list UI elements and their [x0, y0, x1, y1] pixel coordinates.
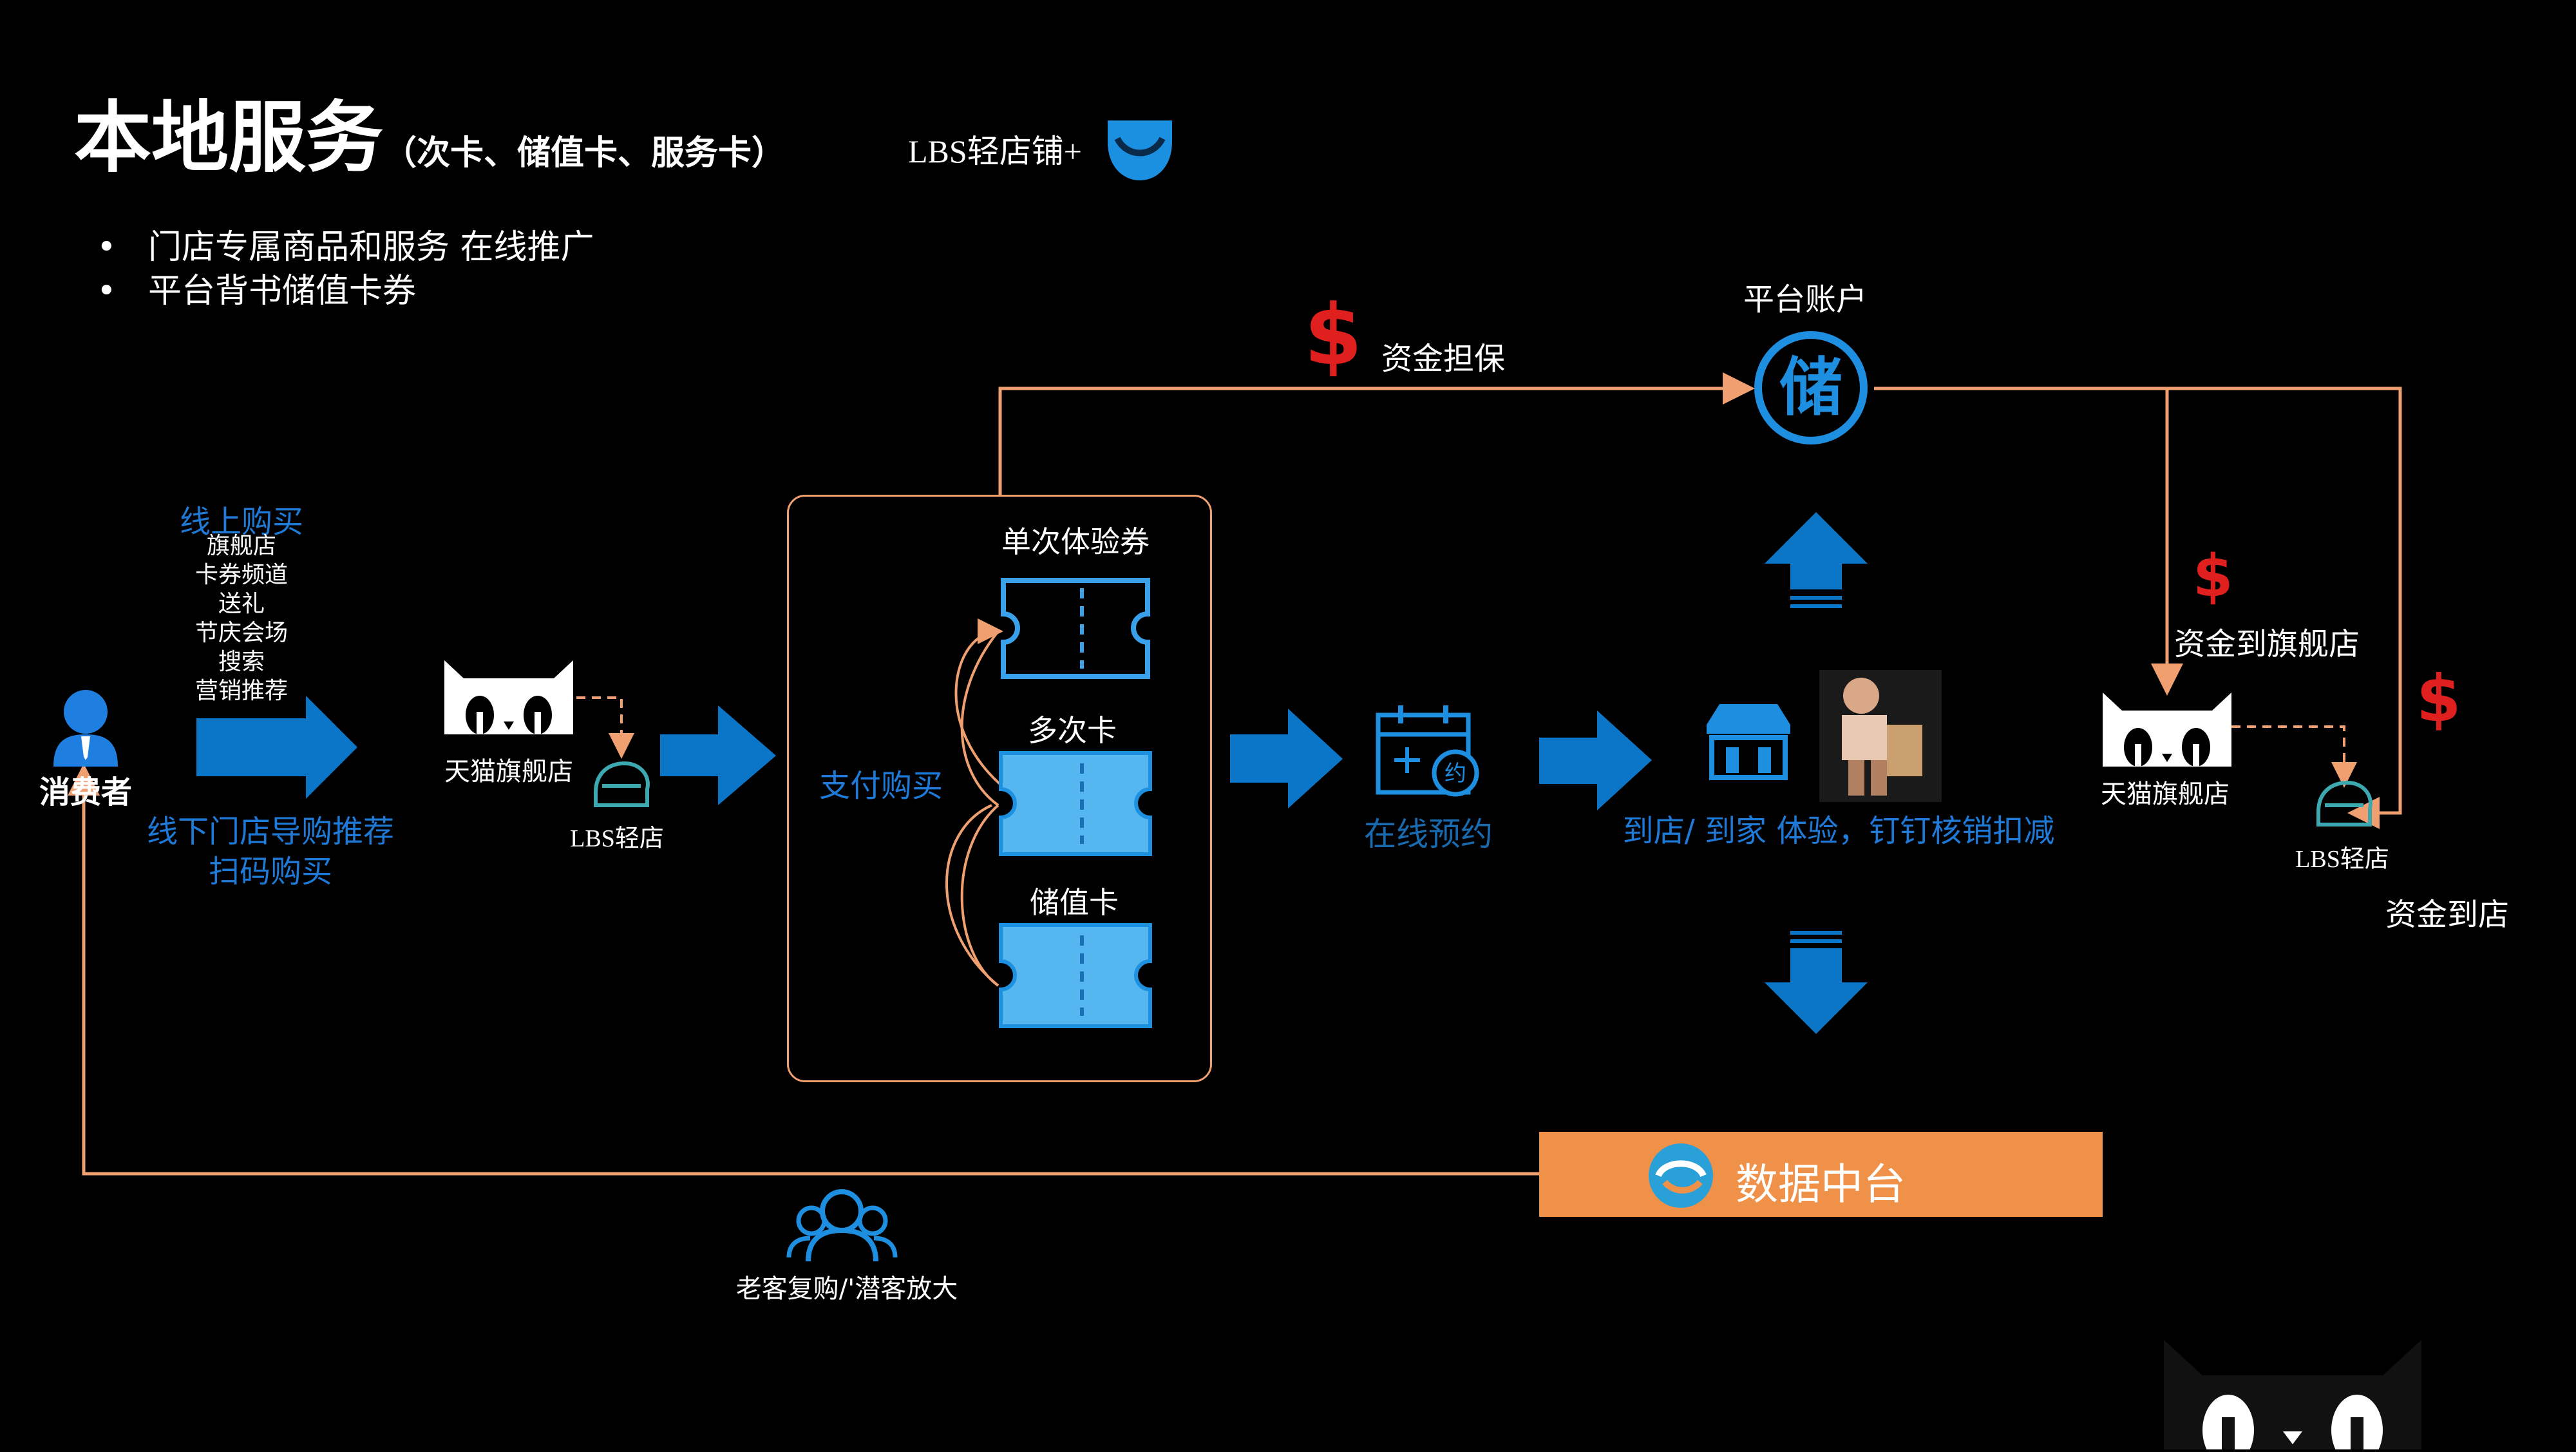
tmall-label-right: 天猫旗舰店: [2101, 779, 2230, 809]
ticket-single-icon: [998, 575, 1153, 684]
calendar-booking-icon: 约: [1372, 699, 1488, 808]
guarantee-line: [998, 372, 1755, 495]
channel-item: 送礼: [218, 591, 265, 617]
dollar-icon-guarantee: $: [1304, 286, 1363, 384]
repurchase-label: 老客复购/'潜客放大: [735, 1274, 958, 1304]
arrow-up: [1765, 512, 1868, 608]
card-label-multi: 多次卡: [1028, 713, 1117, 748]
tmall-corner-logo-icon: [2164, 1340, 2473, 1452]
account-label: 平台账户: [1743, 282, 1868, 318]
payment-label: 支付购买: [819, 768, 943, 804]
arrow-store: [660, 705, 776, 805]
account-to-flagship-line: [1874, 387, 2183, 696]
store-icon: [1700, 699, 1797, 785]
fulfillment-label: 到店/ 到家 体验，钉钉核销扣减: [1622, 813, 2055, 849]
dashed-link-left: [576, 696, 634, 759]
curve-back: [945, 804, 999, 987]
lbs-store-icon-right: [2312, 776, 2376, 834]
page-title: 本地服务（次卡、储值卡、服务卡）: [74, 90, 785, 202]
lbs-plus-label: LBS轻店铺+: [908, 133, 1082, 169]
to-store-label: 资金到店: [2385, 897, 2510, 933]
svg-text:约: 约: [1444, 761, 1466, 787]
guarantee-label: 资金担保: [1381, 341, 1506, 377]
data-platform-box: [1539, 1132, 2103, 1217]
channel-item: 节庆会场: [194, 620, 289, 646]
users-group-icon: [786, 1185, 898, 1268]
lbs-label-left: LBS轻店: [570, 825, 664, 852]
online-channels: 旗舰店 卡券频道 送礼 节庆会场 搜索 营销推荐: [195, 531, 288, 705]
title-sub: （次卡、储值卡、服务卡）: [383, 134, 786, 173]
channel-item: 搜索: [218, 649, 265, 675]
tmall-label-left: 天猫旗舰店: [444, 757, 573, 787]
dollar-icon-store: $: [2416, 661, 2461, 736]
arrow-down: [1765, 931, 1868, 1034]
feedback-line: [68, 763, 1539, 1176]
consumer-label: 消费者: [39, 774, 133, 810]
data-platform-label: 数据中台: [1736, 1160, 1906, 1209]
arrow-consumer: [196, 696, 357, 799]
bullet-item: •门店专属商品和服务 在线推广: [97, 228, 594, 267]
arrow-payment: [1230, 709, 1343, 808]
offline-item: 线下门店导购推荐: [146, 814, 395, 850]
bullet-list: •门店专属商品和服务 在线推广 •平台背书储值卡券: [97, 225, 594, 313]
lbs-plus-logo-icon: [1101, 113, 1179, 186]
curve-to-multi: [960, 630, 999, 807]
lbs-label-right: LBS轻店: [2295, 846, 2389, 873]
bullet-item: •平台背书储值卡券: [97, 272, 417, 310]
arrow-booking: [1539, 711, 1652, 810]
offline-channels: 线下门店导购推荐 扫码购买: [147, 812, 394, 892]
delivery-person-icon: [1816, 667, 1945, 808]
dollar-icon-flagship: $: [2193, 542, 2233, 610]
account-char: 储: [1779, 351, 1842, 425]
card-label-stored: 储值卡: [1030, 885, 1119, 920]
booking-label: 在线预约: [1364, 816, 1493, 853]
tmall-logo-icon: [444, 660, 573, 737]
account-to-store-line: [2167, 387, 2402, 829]
curve-to-single: [954, 618, 1011, 794]
online-heading: 线上购买: [179, 504, 304, 540]
consumer-icon: [50, 686, 121, 772]
ticket-stored-icon: [998, 922, 1153, 1031]
lbs-store-icon-left: [589, 757, 654, 814]
to-flagship-label: 资金到旗舰店: [2174, 626, 2360, 662]
channel-item: 旗舰店: [206, 533, 277, 559]
account-storage-icon: 储: [1748, 325, 1874, 454]
title-main: 本地服务: [74, 93, 383, 183]
card-label-single: 单次体验券: [1001, 524, 1150, 559]
data-platform-icon: [1645, 1140, 1716, 1214]
channel-item: 营销推荐: [194, 678, 289, 704]
tmall-logo-icon-right: [2103, 693, 2231, 769]
payment-box: [787, 495, 1212, 1082]
offline-item: 扫码购买: [208, 854, 333, 890]
dashed-link-right: [2231, 725, 2357, 788]
ticket-multi-icon: [998, 750, 1153, 859]
channel-item: 卡券频道: [194, 562, 289, 588]
